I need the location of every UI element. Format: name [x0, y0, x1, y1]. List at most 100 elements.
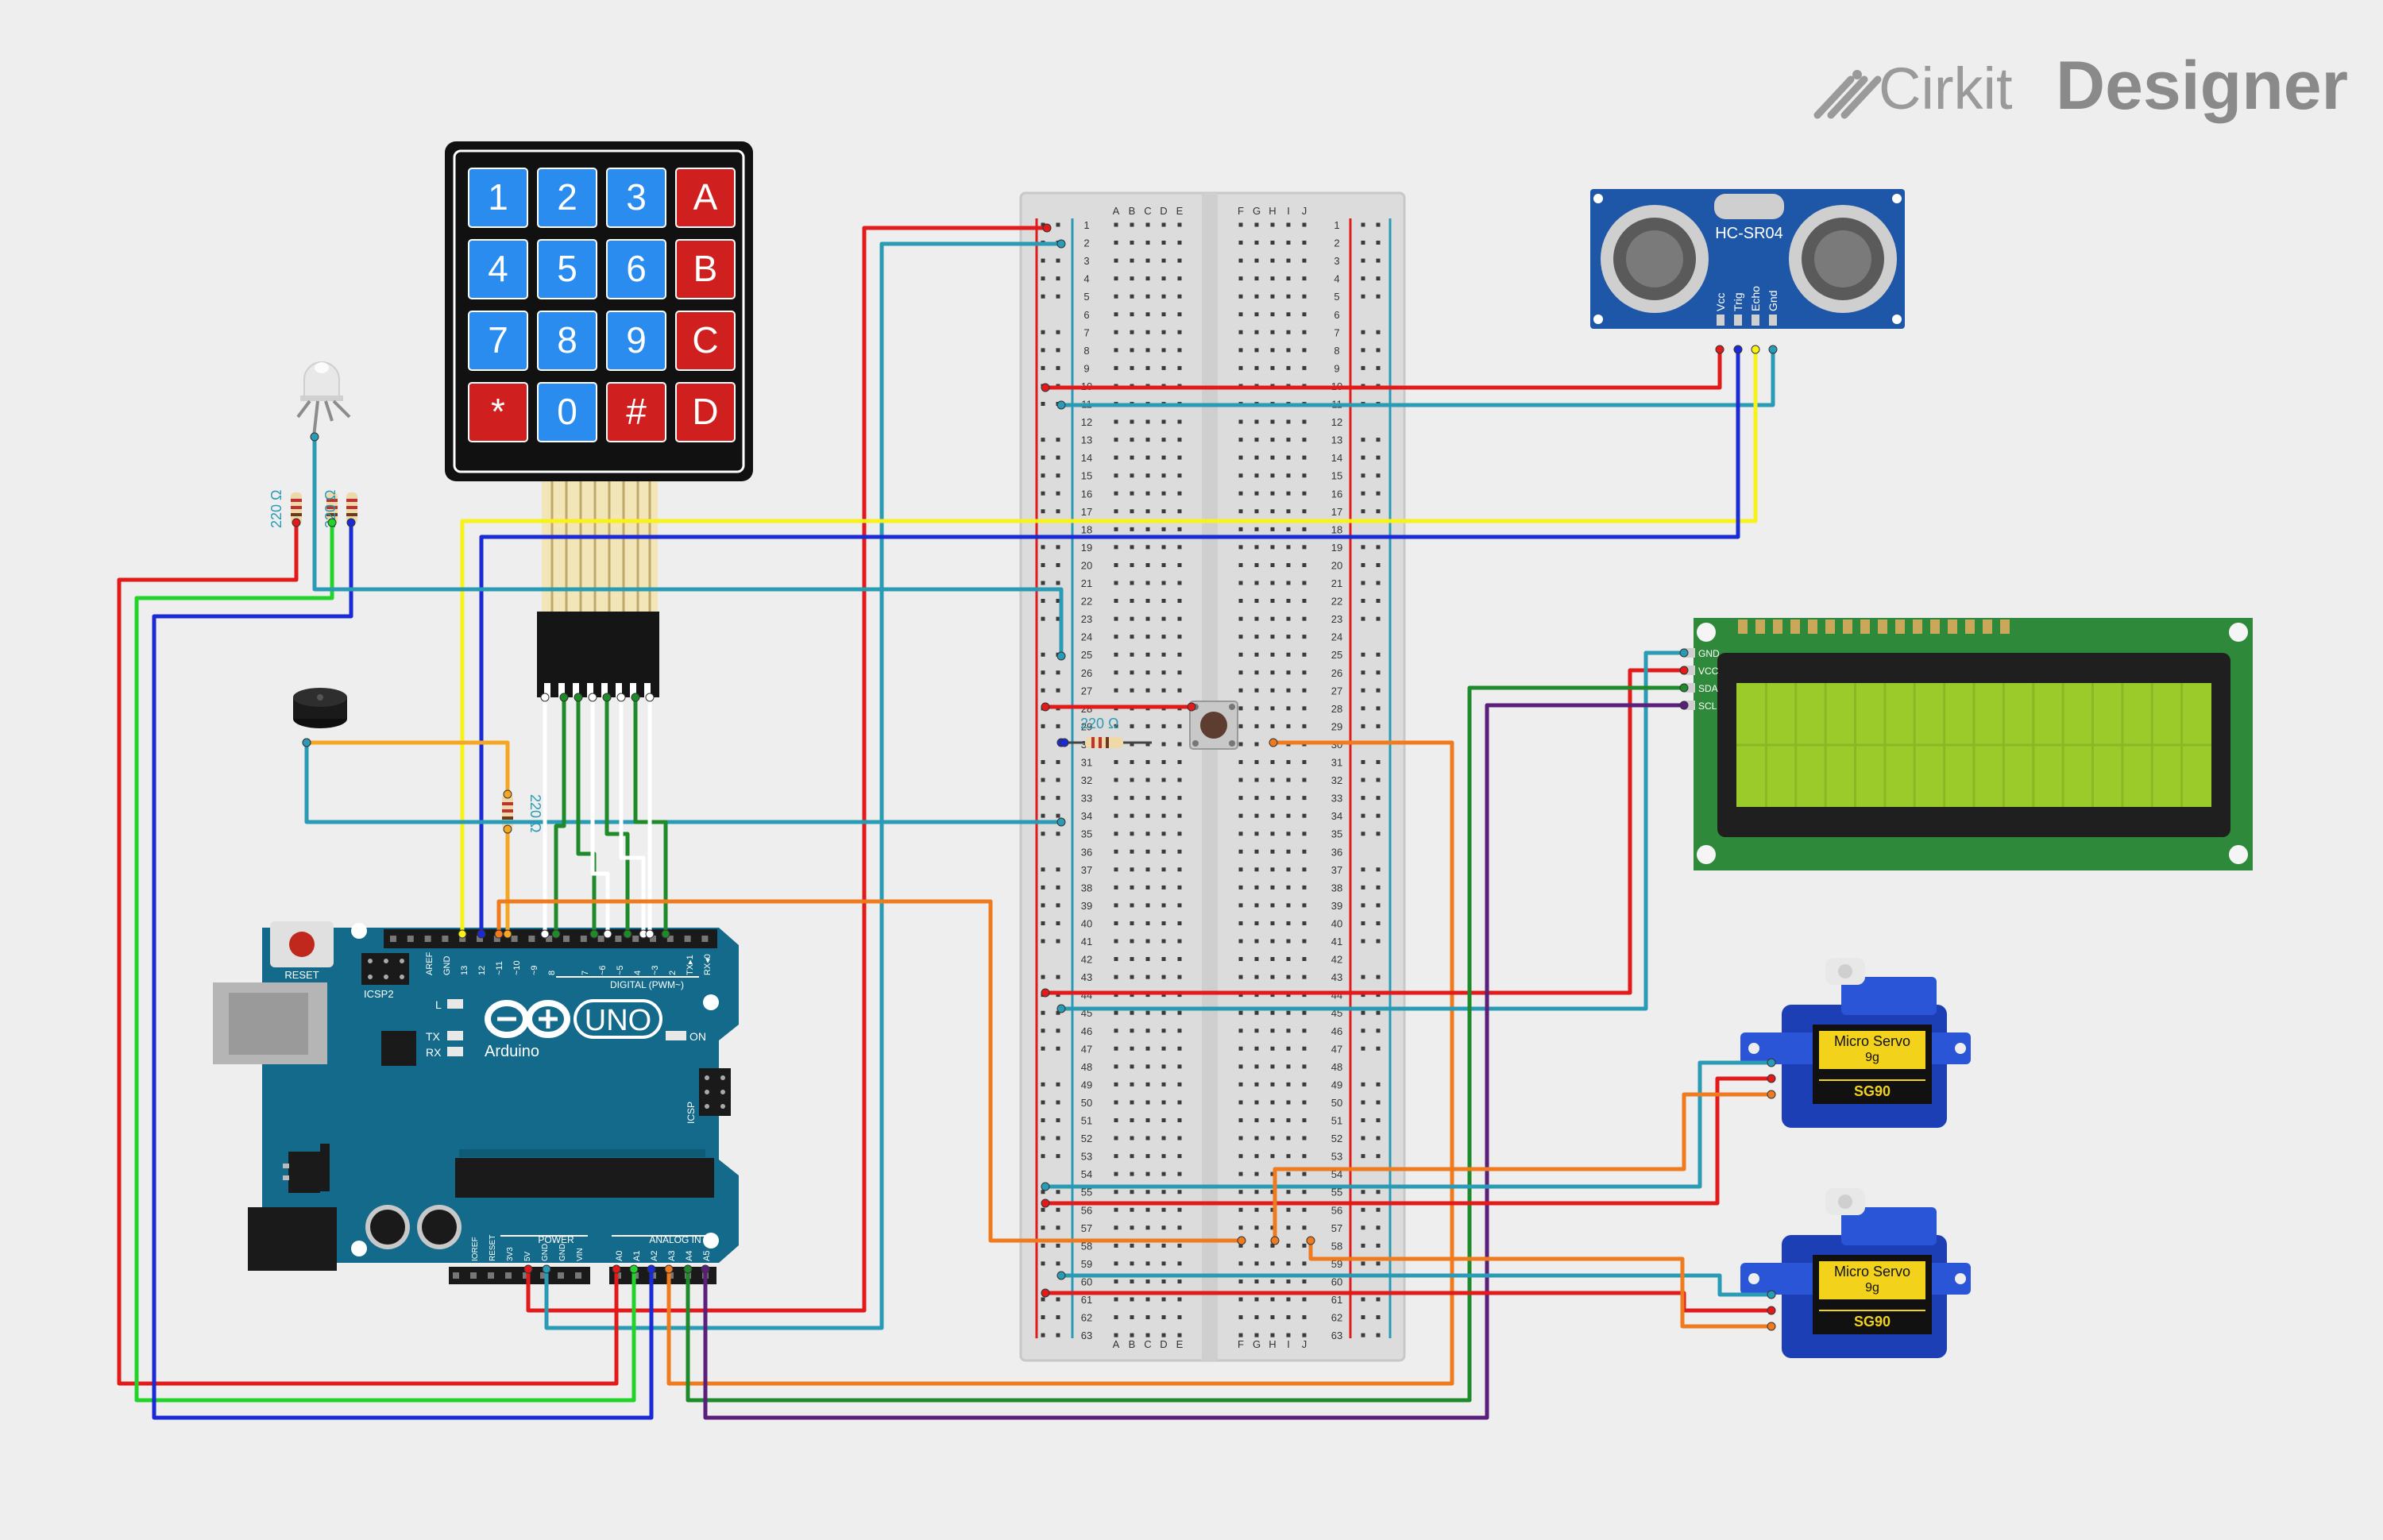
- keypad-key-star[interactable]: *: [468, 382, 528, 442]
- breadboard-column-letter: B: [1129, 1338, 1136, 1350]
- wire-dkgreen: [576, 695, 597, 936]
- keypad-key-5[interactable]: 5: [537, 239, 597, 299]
- keypad-key-6[interactable]: 6: [606, 239, 666, 299]
- keypad-key-d[interactable]: D: [675, 382, 736, 442]
- pushbutton[interactable]: [1189, 701, 1238, 750]
- led-tx-label: TX: [426, 1030, 441, 1043]
- keypad-key-7[interactable]: 7: [468, 311, 528, 371]
- keypad-key-2[interactable]: 2: [537, 168, 597, 228]
- keypad-key-hash[interactable]: #: [606, 382, 666, 442]
- breadboard-row-number: 5: [1083, 291, 1089, 303]
- keypad-key-8[interactable]: 8: [537, 311, 597, 371]
- breadboard-row-number: 7: [1334, 326, 1339, 338]
- breadboard-row-number: 19: [1081, 542, 1092, 554]
- keypad-key-4[interactable]: 4: [468, 239, 528, 299]
- analog-pin-label: A2: [650, 1251, 659, 1261]
- breadboard-row-number: 41: [1331, 936, 1342, 948]
- breadboard-row-number: 27: [1081, 685, 1092, 697]
- breadboard-row-number: 14: [1331, 452, 1342, 464]
- keypad-key-label: 7: [488, 319, 508, 361]
- wire-purple: [703, 703, 1686, 1420]
- breadboard-row-number: 22: [1331, 596, 1342, 608]
- wire-teal: [1059, 650, 1686, 1011]
- breadboard-row-number: 41: [1081, 936, 1092, 948]
- hc-sr04-pin-trig: Trig: [1732, 292, 1744, 311]
- cirkit-designer-logo: Cirkit Designer: [1813, 48, 2348, 124]
- keypad-key-label: 4: [488, 248, 508, 289]
- keypad-key-1[interactable]: 1: [468, 168, 528, 228]
- breadboard-row-number: 51: [1331, 1115, 1342, 1127]
- wire-green: [134, 520, 636, 1403]
- breadboard-row-number: 13: [1081, 434, 1092, 446]
- breadboard-row-number: 52: [1331, 1133, 1342, 1144]
- breadboard-column-letter: J: [1302, 1338, 1307, 1350]
- breadboard-row-number: 32: [1081, 774, 1092, 786]
- breadboard-row-number: 57: [1081, 1222, 1092, 1234]
- keypad-key-c[interactable]: C: [675, 311, 736, 371]
- status-leds: L TX RX ON: [426, 998, 706, 1059]
- breadboard-row-number: 59: [1331, 1258, 1342, 1270]
- digital-pin-label: 13: [460, 966, 469, 975]
- servo-label-line1: Micro Servo: [1834, 1264, 1910, 1279]
- breadboard-row-number: 16: [1081, 488, 1092, 500]
- power-jack: [248, 1207, 337, 1271]
- digital-pin-label: ~10: [512, 960, 522, 975]
- breadboard-column-letter: G: [1253, 205, 1261, 217]
- led-l-label: L: [435, 998, 442, 1011]
- led-rx-label: RX: [426, 1046, 442, 1059]
- breadboard-column-letter: A: [1113, 205, 1120, 217]
- breadboard-resistor-label: 220 Ω: [1080, 716, 1119, 731]
- breadboard-row-number: 49: [1331, 1079, 1342, 1090]
- breadboard-row-number: 3: [1334, 255, 1339, 267]
- breadboard-column-letter: D: [1160, 205, 1167, 217]
- power-pin-label: GND: [558, 1244, 567, 1261]
- breadboard-row-number: 52: [1081, 1133, 1092, 1144]
- keypad-key-label: 5: [557, 248, 577, 289]
- digital-pin-label: ~6: [598, 965, 608, 975]
- power-label: POWER: [538, 1234, 574, 1245]
- breadboard-row-number: 51: [1081, 1115, 1092, 1127]
- breadboard-row-number: 38: [1081, 882, 1092, 894]
- breadboard-row-number: 47: [1331, 1043, 1342, 1055]
- breadboard-row-number: 18: [1081, 523, 1092, 535]
- keypad-key-0[interactable]: 0: [537, 382, 597, 442]
- keypad-key-label: A: [693, 176, 718, 218]
- breadboard-row-number: 21: [1331, 577, 1342, 589]
- digital-pin-label: 8: [547, 971, 557, 975]
- digital-pin-label: ~3: [651, 965, 660, 975]
- rgb-led-resistors: [291, 492, 357, 524]
- logo-light-text: Cirkit: [1879, 56, 2013, 122]
- wire-dkgreen: [604, 695, 630, 936]
- lcd-pin-sda: SDA: [1698, 683, 1718, 694]
- breadboard-row-number: 62: [1331, 1312, 1342, 1324]
- breadboard-row-number: 63: [1081, 1330, 1092, 1341]
- breadboard-row-number: 47: [1081, 1043, 1092, 1055]
- keypad-key-9[interactable]: 9: [606, 311, 666, 371]
- keypad-key-3[interactable]: 3: [606, 168, 666, 228]
- breadboard-row-number: 60: [1331, 1276, 1342, 1287]
- breadboard-column-letter: D: [1160, 1338, 1167, 1350]
- hc-sr04-pin-gnd: Gnd: [1767, 291, 1779, 311]
- keypad-key-label: 0: [557, 391, 577, 432]
- wire-blue: [152, 520, 654, 1420]
- breadboard-row-number: 9: [1334, 362, 1339, 374]
- icsp-header: [699, 1068, 731, 1116]
- breadboard-row-number: 4: [1083, 273, 1089, 285]
- digital-pin-label: ~9: [530, 965, 539, 975]
- keypad-key-a[interactable]: A: [675, 168, 736, 228]
- servo-model-label: SG90: [1854, 1083, 1891, 1099]
- keypad-key-b[interactable]: B: [675, 239, 736, 299]
- breadboard-row-number: 4: [1334, 273, 1339, 285]
- breadboard-row-number: 1: [1083, 219, 1089, 231]
- breadboard-row-number: 31: [1331, 757, 1342, 769]
- rgb-resistor-label-2: 220 Ω: [322, 490, 338, 529]
- breadboard-column-letter: C: [1144, 205, 1151, 217]
- breadboard-row-number: 15: [1081, 470, 1092, 482]
- icsp2-label: ICSP2: [364, 988, 394, 1000]
- breadboard-row-number: 58: [1331, 1240, 1342, 1252]
- breadboard-row-number: 58: [1081, 1240, 1092, 1252]
- wire-dkgreen: [554, 695, 566, 936]
